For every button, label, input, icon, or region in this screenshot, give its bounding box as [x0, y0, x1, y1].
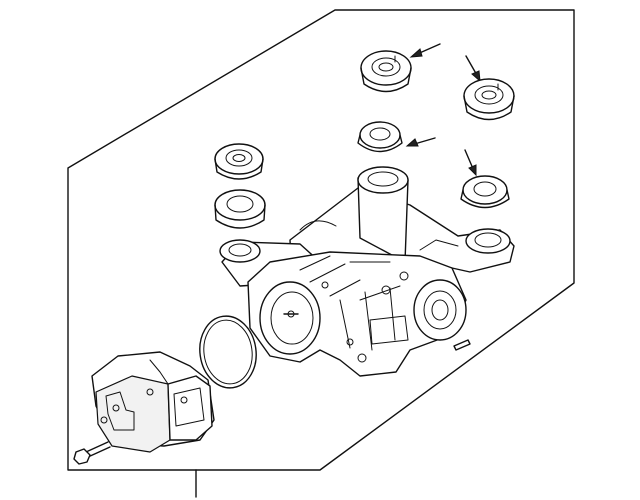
o-ring-seal: [199, 315, 257, 389]
differential-housing: [219, 166, 515, 377]
mount-bushing: [214, 189, 266, 229]
callout-arrows: [405, 43, 481, 177]
drive-flange: [91, 351, 215, 453]
mount-bushing: [214, 143, 264, 180]
mount-bushing: [463, 78, 515, 121]
callout-arrow: [405, 137, 436, 147]
mount-bushing: [360, 50, 412, 93]
callout-arrow: [464, 149, 477, 177]
callout-arrow: [465, 55, 481, 83]
mount-bushing: [357, 121, 403, 153]
mount-bushing: [460, 175, 510, 209]
diagram-boundary-frame: [67, 9, 575, 498]
callout-arrow: [409, 43, 441, 58]
mounting-bolt: [73, 441, 111, 465]
